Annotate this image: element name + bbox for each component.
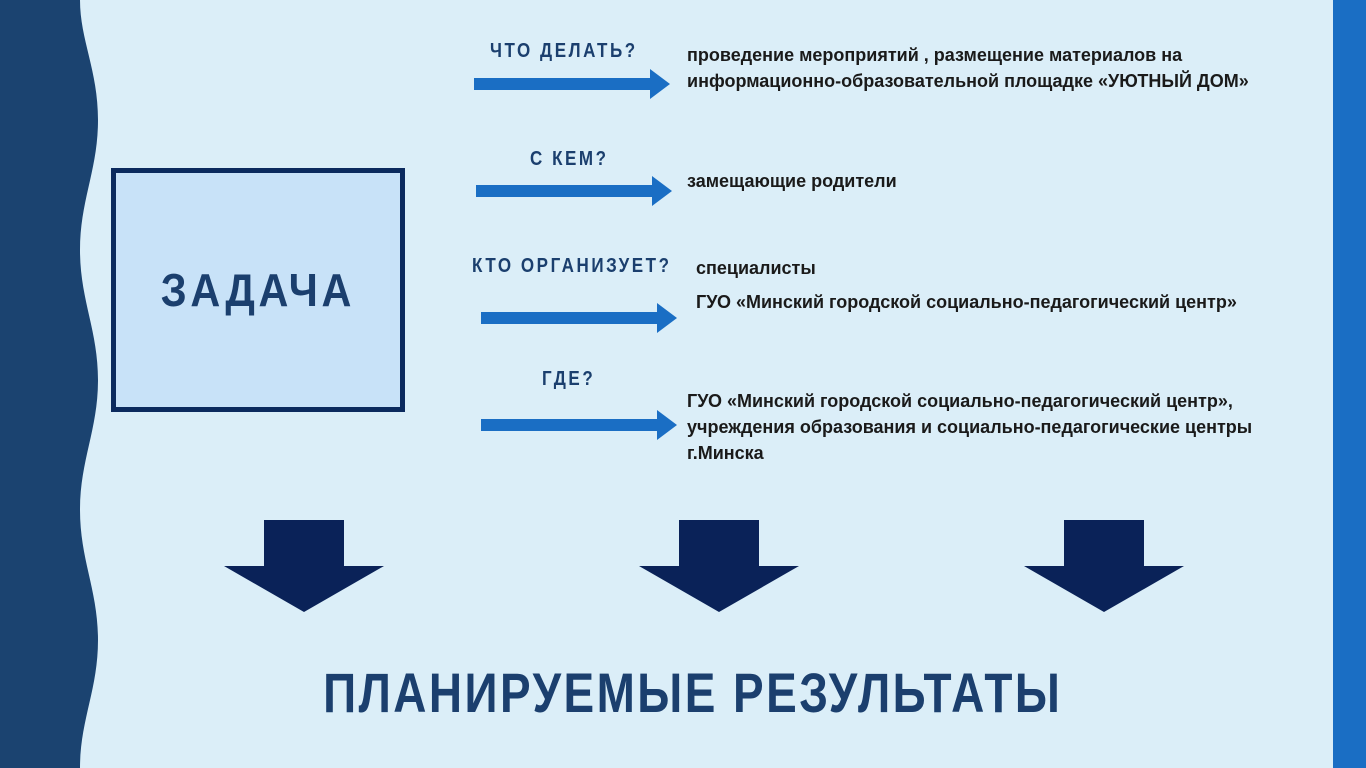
results-heading: ПЛАНИРУЕМЫЕ РЕЗУЛЬТАТЫ — [0, 660, 1366, 725]
results-title: ПЛАНИРУЕМЫЕ РЕЗУЛЬТАТЫ — [323, 661, 1063, 724]
arrow-down-icon — [639, 520, 799, 612]
arrow-right-icon — [481, 410, 677, 440]
arrow-down-icon — [224, 520, 384, 612]
question-who-with-label: С КЕМ? — [530, 148, 609, 170]
task-title: ЗАДАЧА — [160, 264, 356, 316]
arrow-right-icon — [481, 303, 677, 333]
question-what-label: ЧТО ДЕЛАТЬ? — [490, 40, 638, 62]
answer-organizer: специалисты ГУО «Минский городской социа… — [696, 258, 1237, 312]
arrow-right-icon — [476, 176, 672, 206]
left-wave-decoration — [0, 0, 98, 768]
answer-who-with: замещающие родители — [687, 171, 897, 191]
arrow-down-icon — [1024, 520, 1184, 612]
question-organizer-label: КТО ОРГАНИЗУЕТ? — [472, 255, 672, 277]
answer-where: ГУО «Минский городской социально-педагог… — [687, 391, 1253, 463]
task-box: ЗАДАЧА — [111, 168, 405, 412]
arrow-right-icon — [474, 69, 670, 99]
right-accent-bar — [1333, 0, 1366, 768]
answer-what: проведение мероприятий , размещение мате… — [687, 45, 1249, 91]
question-where-label: ГДЕ? — [542, 368, 596, 390]
